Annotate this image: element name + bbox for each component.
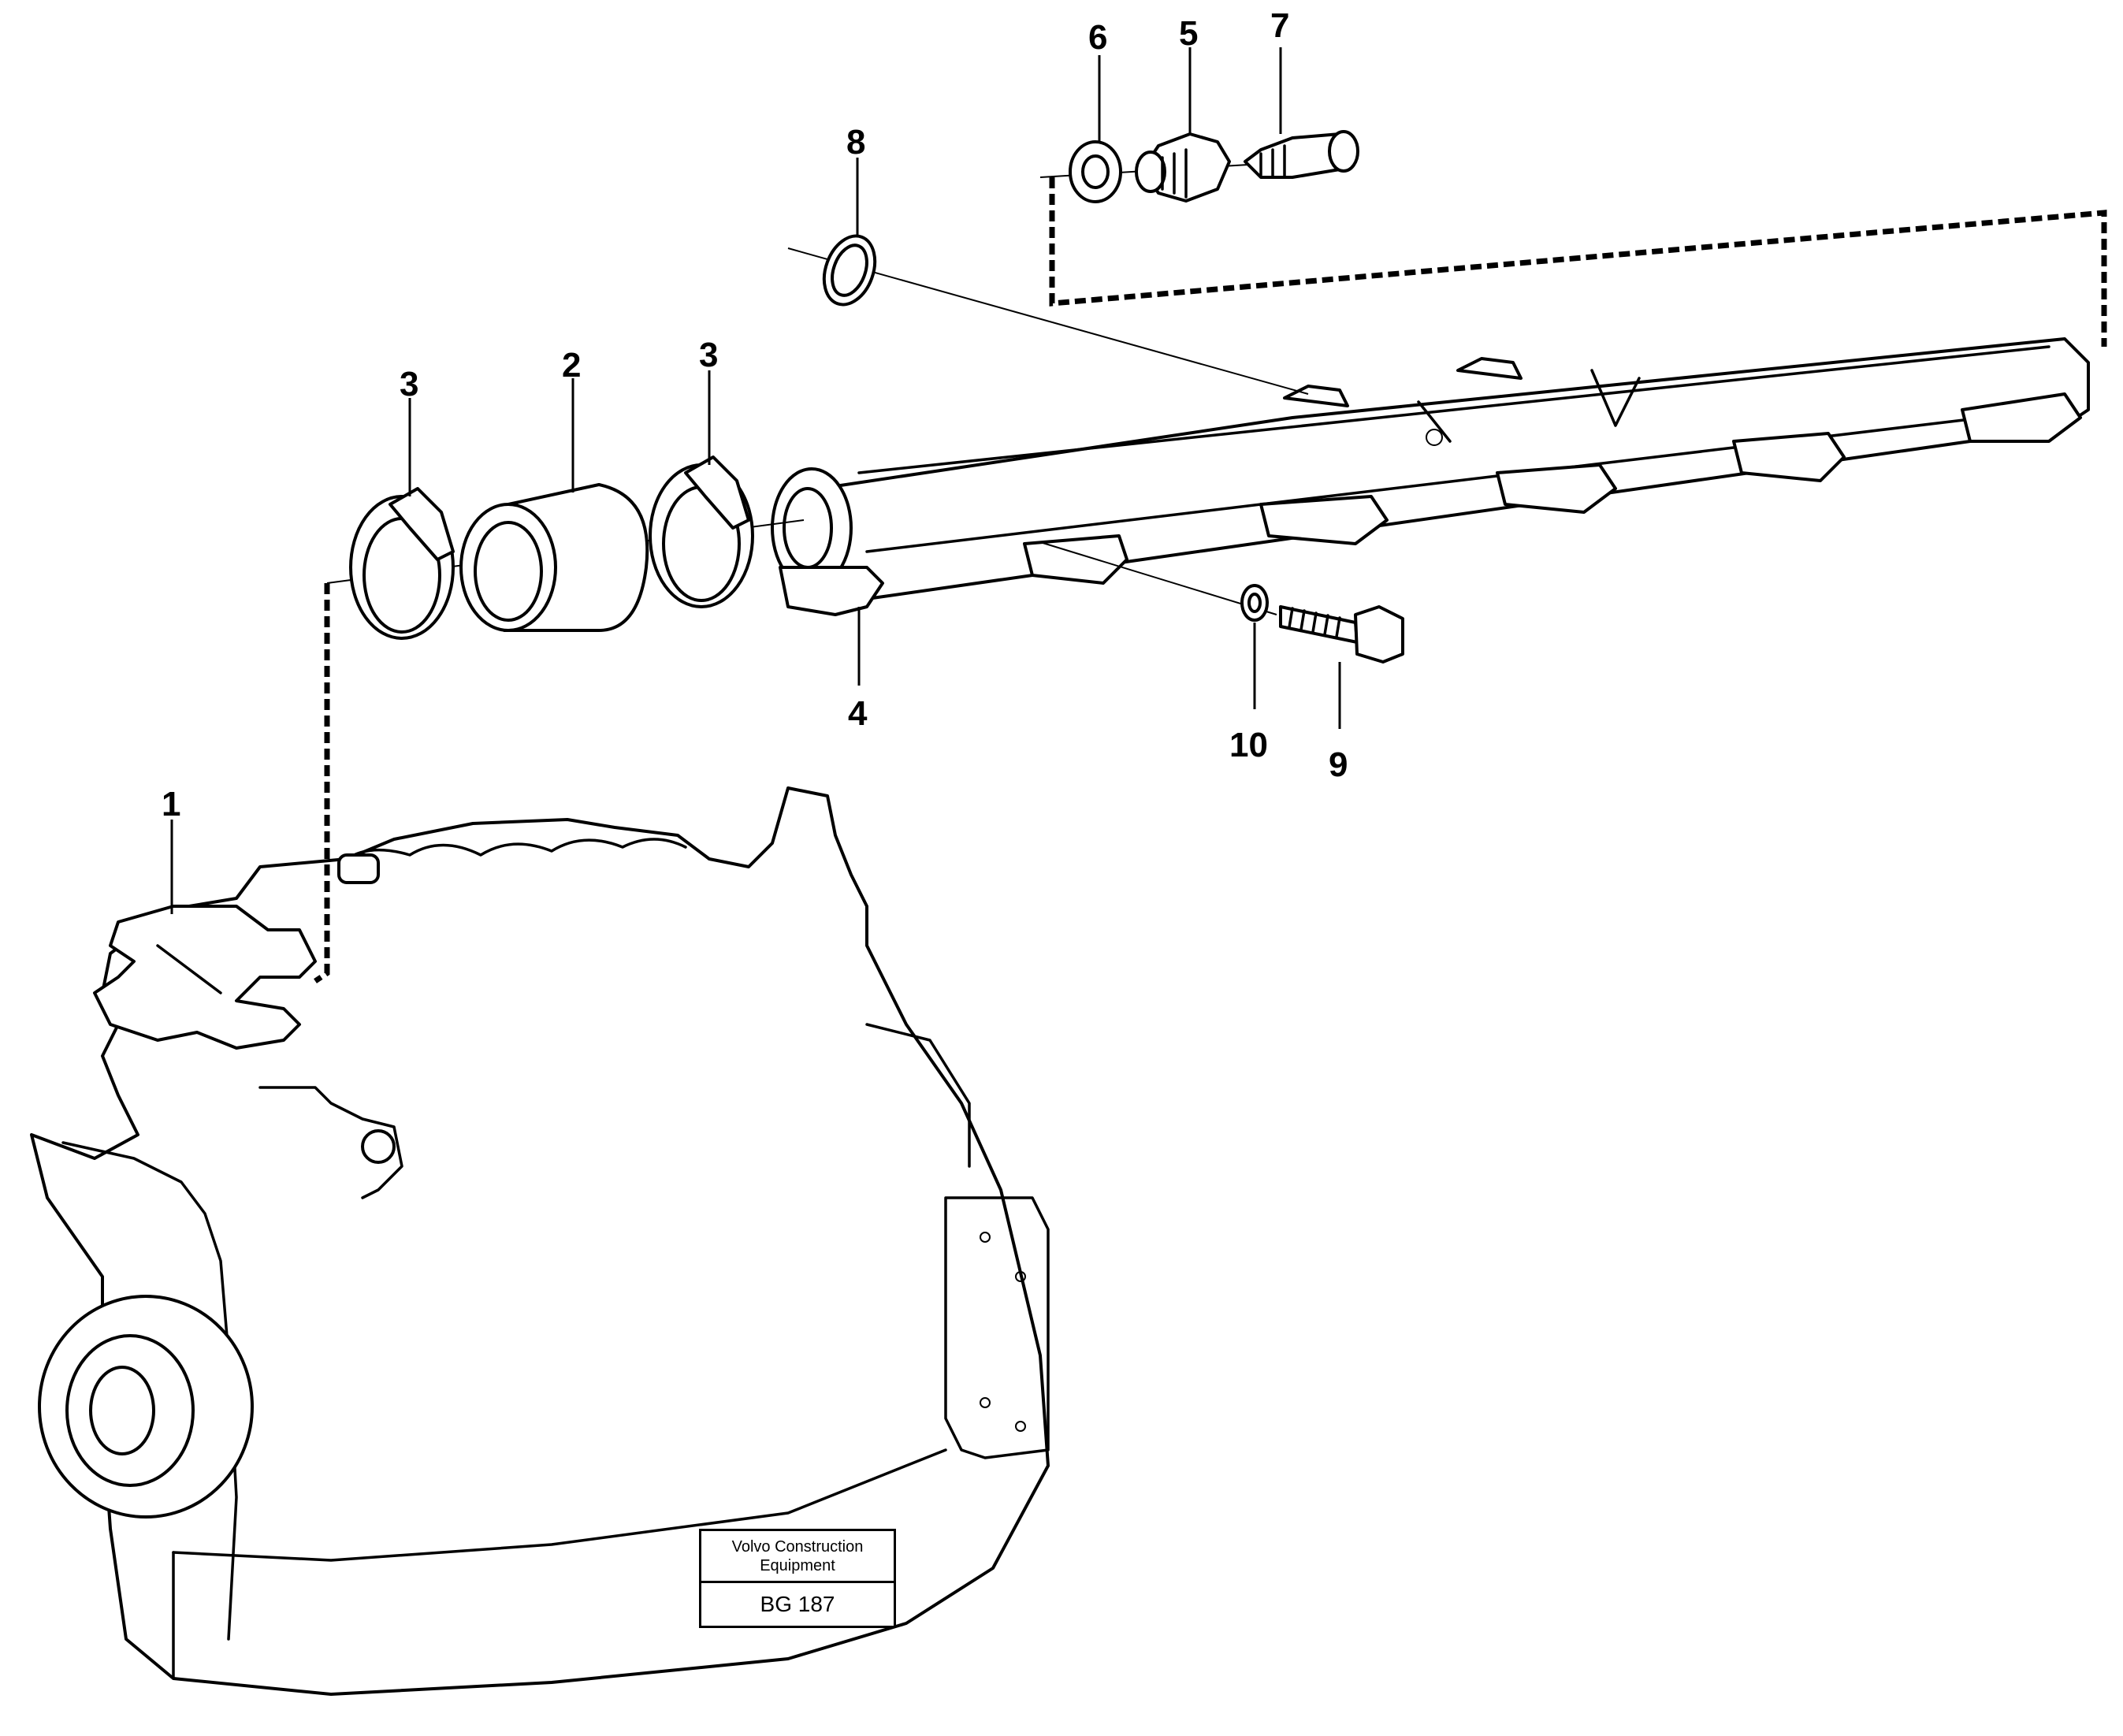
hose-clamp-left [349, 487, 455, 640]
water-distribution-pipe [771, 337, 2090, 616]
hose [459, 483, 649, 632]
callout-5: 5 [1179, 14, 1198, 53]
manufacturer-label: Volvo Construction Equipment [701, 1531, 894, 1583]
callout-7: 7 [1270, 6, 1289, 45]
callout-8: 8 [846, 123, 865, 162]
callout-1: 1 [162, 785, 180, 823]
manufacturer-name-line1: Volvo Construction [731, 1538, 864, 1556]
callout-3-left: 3 [400, 365, 418, 403]
temperature-sensor [1244, 130, 1359, 179]
hose-clamp-right [649, 455, 754, 608]
flange-bolt [1279, 605, 1404, 664]
callout-leader-lines [170, 47, 1341, 914]
o-ring [822, 234, 877, 307]
manufacturer-caption-box: Volvo Construction Equipment BG 187 [699, 1529, 896, 1628]
sealing-washer [1069, 140, 1122, 203]
callout-9: 9 [1329, 745, 1348, 784]
callout-6: 6 [1088, 18, 1107, 57]
figure-code: BG 187 [760, 1592, 835, 1616]
manufacturer-name-line2: Equipment [760, 1557, 835, 1574]
engine-block [30, 786, 1050, 1696]
union-nipple [1135, 132, 1231, 203]
callout-10: 10 [1229, 726, 1268, 764]
washer [1240, 584, 1269, 622]
callout-labels: 1 2 3 3 4 5 6 7 8 9 10 [162, 6, 1348, 823]
callout-4: 4 [848, 694, 868, 733]
callout-2: 2 [562, 346, 581, 385]
callout-3-right: 3 [699, 336, 718, 374]
